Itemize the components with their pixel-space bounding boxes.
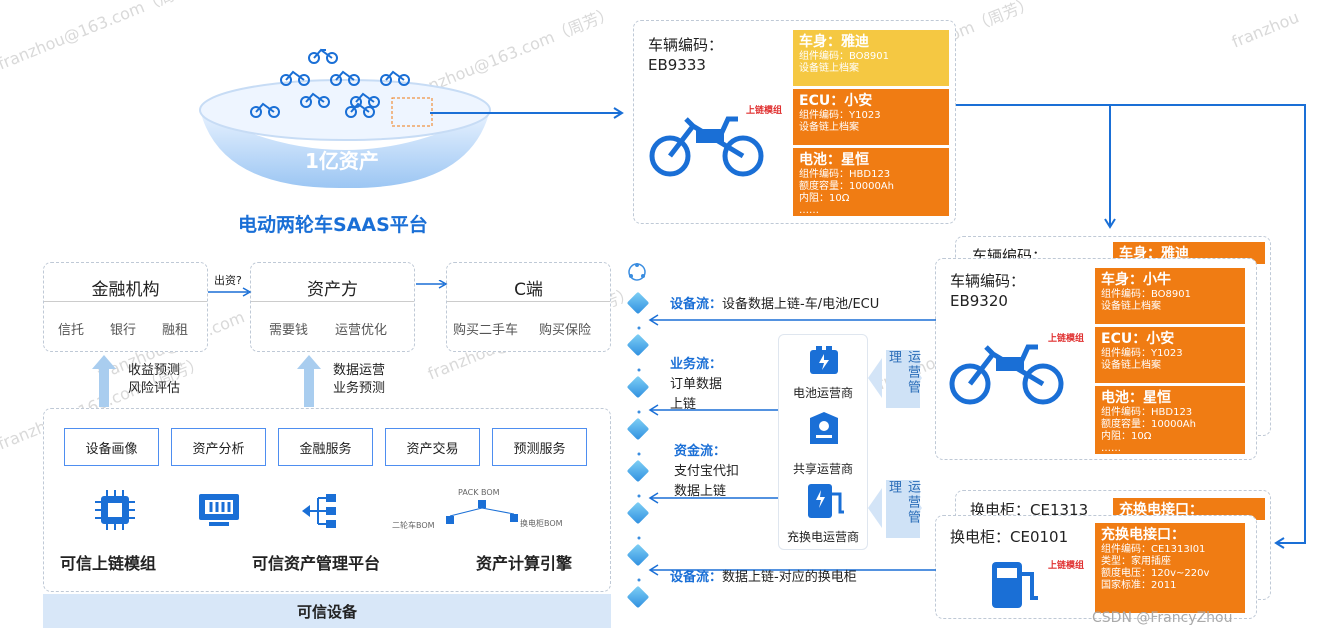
csdn-watermark: CSDN @FrancyZhou	[1092, 610, 1233, 626]
e-bike-icon	[949, 344, 1064, 405]
hierarchy-icon	[302, 494, 336, 528]
module-label: 可信资产管理平台	[252, 554, 381, 573]
operator-label: 共享运营商	[792, 462, 853, 476]
funding-label: 出资?	[214, 274, 242, 287]
flow-funds: 资金流：支付宝代扣数据上链	[674, 444, 740, 499]
vehicle-code-label: 车辆编码：EB9320	[950, 272, 1026, 310]
party-item: 融租	[162, 323, 189, 338]
service-box: 资产分析	[171, 428, 266, 466]
cabinet-code-label: 换电柜：CE0101	[950, 528, 1069, 546]
bom-graph-icon	[446, 500, 518, 524]
chip-icon	[95, 490, 135, 530]
bom-label: PACK BOM	[458, 488, 500, 497]
service-box: 预测服务	[492, 428, 587, 466]
chain-module-tag: 上链模组	[1048, 334, 1085, 344]
party-item: 信托	[58, 323, 85, 338]
operator-label: 充换电运营商	[786, 530, 859, 544]
watermark: franzhou@163.com（周芳）	[0, 0, 207, 74]
chain-dots	[637, 326, 641, 582]
party-title: C端	[514, 280, 543, 300]
watermark: franzhou	[1229, 7, 1302, 52]
e-bike-icon	[649, 116, 764, 177]
party-consumer: C端 购买二手车 购买保险	[446, 262, 611, 352]
up-label-finance: 收益预测风险评估	[128, 363, 181, 396]
service-box: 资产交易	[385, 428, 480, 466]
party-finance: 金融机构 信托 银行 融租	[43, 262, 208, 352]
module-label: 可信上链模组	[60, 554, 157, 573]
party-item: 银行	[110, 323, 137, 338]
module-label: 资产计算引擎	[476, 554, 573, 573]
bom-label: 换电柜BOM	[520, 519, 563, 528]
up-arrows	[92, 355, 321, 407]
flow-device-cabinet: 设备流：数据上链-对应的换电柜	[670, 570, 857, 585]
flow-device: 设备流：设备数据上链-车/电池/ECU	[670, 297, 880, 312]
party-item: 购买保险	[539, 323, 592, 338]
flow-business: 业务流：订单数据上链	[670, 357, 723, 412]
cabinet-code-label: 换电柜：CE1313	[970, 501, 1089, 519]
chain-module-tag: 上链模组	[1048, 561, 1085, 571]
asset-bowl	[199, 48, 491, 189]
operator-label: 电池运营商	[792, 386, 853, 400]
party-item: 购买二手车	[453, 323, 519, 338]
up-label-asset: 数据运营业务预测	[333, 363, 386, 396]
flow-arrows	[648, 314, 936, 576]
party-item: 运营优化	[335, 323, 388, 338]
ops-management-label: 运营管理	[886, 480, 920, 538]
party-asset-owner: 资产方 需要钱 运营优化	[250, 262, 415, 352]
monitor-icon	[199, 494, 239, 526]
chain-module-tag: 上链模组	[746, 106, 783, 116]
network-icon	[628, 263, 646, 281]
connector-arrows	[430, 104, 1306, 549]
bom-label: 二轮车BOM	[392, 521, 435, 530]
service-box: 设备画像	[64, 428, 159, 466]
battery-operator-icon	[810, 346, 838, 374]
asset-count: 1亿资产	[305, 149, 379, 173]
vehicle-code-label: 车辆编码：EB9333	[648, 36, 724, 74]
service-box: 金融服务	[278, 428, 373, 466]
shared-operator-icon	[810, 412, 838, 444]
party-item: 需要钱	[269, 323, 309, 338]
trusted-device-bar: 可信设备	[43, 594, 611, 628]
ops-management-label: 运营管理	[886, 350, 920, 408]
charging-operator-icon	[808, 484, 844, 518]
charging-station-icon	[992, 562, 1038, 608]
party-title: 金融机构	[91, 280, 160, 300]
party-arrows	[208, 280, 448, 297]
platform-title: 电动两轮车SAAS平台	[238, 214, 428, 236]
party-title: 资产方	[307, 280, 358, 300]
